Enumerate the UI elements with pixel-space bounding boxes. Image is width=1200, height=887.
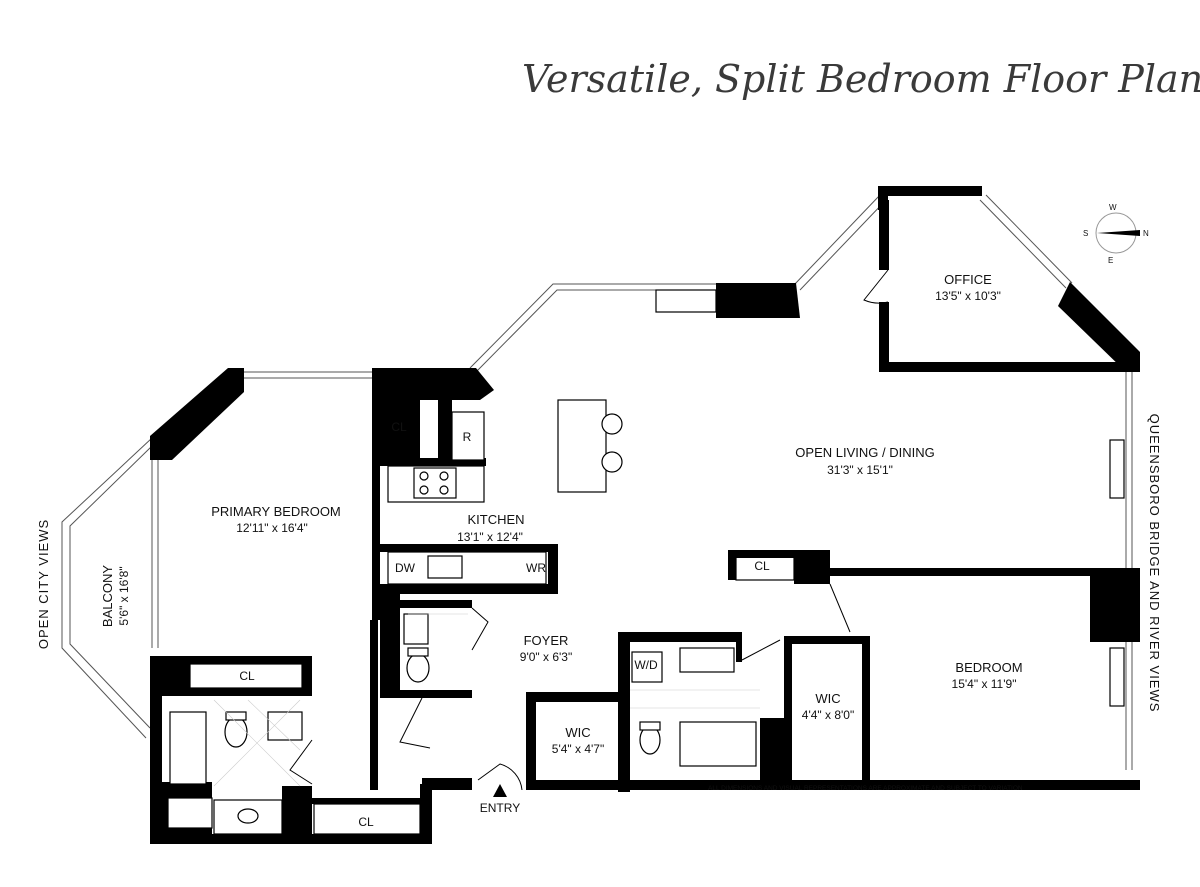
bedroom-label: BEDROOM bbox=[955, 660, 1022, 675]
compass-icon: W S N E bbox=[1083, 203, 1149, 265]
living-dims: 31'3" x 15'1" bbox=[827, 463, 893, 477]
wine-refrigerator-label: WR bbox=[526, 561, 546, 575]
wic-foyer-dims: 5'4" x 4'7" bbox=[552, 742, 604, 756]
washer-dryer-label: W/D bbox=[634, 658, 658, 672]
refrigerator-label: R bbox=[463, 430, 472, 444]
svg-text:W: W bbox=[1109, 203, 1117, 212]
office-label: OFFICE bbox=[944, 272, 992, 287]
balcony-dims: 5'6" x 16'8" bbox=[117, 566, 131, 625]
disclaimer-text: ALL DIMENSIONS AND VISUAL REPRESENTATION… bbox=[708, 785, 1023, 792]
east-view-label: QUEENSBORO BRIDGE AND RIVER VIEWS bbox=[1147, 414, 1162, 713]
svg-text:N: N bbox=[1143, 229, 1149, 238]
wic-foyer-label: WIC bbox=[565, 725, 590, 740]
balcony-label: BALCONY bbox=[100, 565, 115, 627]
entry-arrow-icon bbox=[493, 784, 507, 797]
foyer-dims: 9'0" x 6'3" bbox=[520, 650, 572, 664]
closet-label: CL bbox=[391, 420, 407, 434]
west-view-label: OPEN CITY VIEWS bbox=[36, 519, 51, 649]
walls bbox=[150, 186, 1140, 844]
closet-label: CL bbox=[239, 669, 255, 683]
fixture-labels: CL R DW WR CL CL CL W/D bbox=[239, 420, 770, 829]
wic-bedroom-dims: 4'4" x 8'0" bbox=[802, 708, 854, 722]
primary-bedroom-label: PRIMARY BEDROOM bbox=[211, 504, 341, 519]
office-dims: 13'5" x 10'3" bbox=[935, 289, 1001, 303]
room-labels: OFFICE 13'5" x 10'3" OPEN LIVING / DININ… bbox=[100, 272, 1023, 756]
fixtures bbox=[167, 289, 1125, 835]
entry-label: ENTRY bbox=[480, 801, 520, 815]
living-label: OPEN LIVING / DINING bbox=[795, 445, 934, 460]
svg-text:E: E bbox=[1108, 256, 1113, 265]
bedroom-dims: 15'4" x 11'9" bbox=[952, 677, 1017, 691]
window-runs bbox=[61, 194, 1133, 770]
foyer-label: FOYER bbox=[524, 633, 569, 648]
wic-bedroom-label: WIC bbox=[815, 691, 840, 706]
closet-label: CL bbox=[358, 815, 374, 829]
kitchen-dims: 13'1" x 12'4" bbox=[457, 530, 523, 544]
bath-tiles bbox=[213, 613, 760, 787]
kitchen-label: KITCHEN bbox=[467, 512, 524, 527]
closet-label: CL bbox=[754, 559, 770, 573]
dishwasher-label: DW bbox=[395, 561, 416, 575]
primary-bedroom-dims: 12'11" x 16'4" bbox=[236, 521, 308, 535]
plan-title: Versatile, Split Bedroom Floor Plan bbox=[522, 57, 1200, 101]
door-swings bbox=[289, 269, 889, 791]
svg-text:S: S bbox=[1083, 229, 1088, 238]
